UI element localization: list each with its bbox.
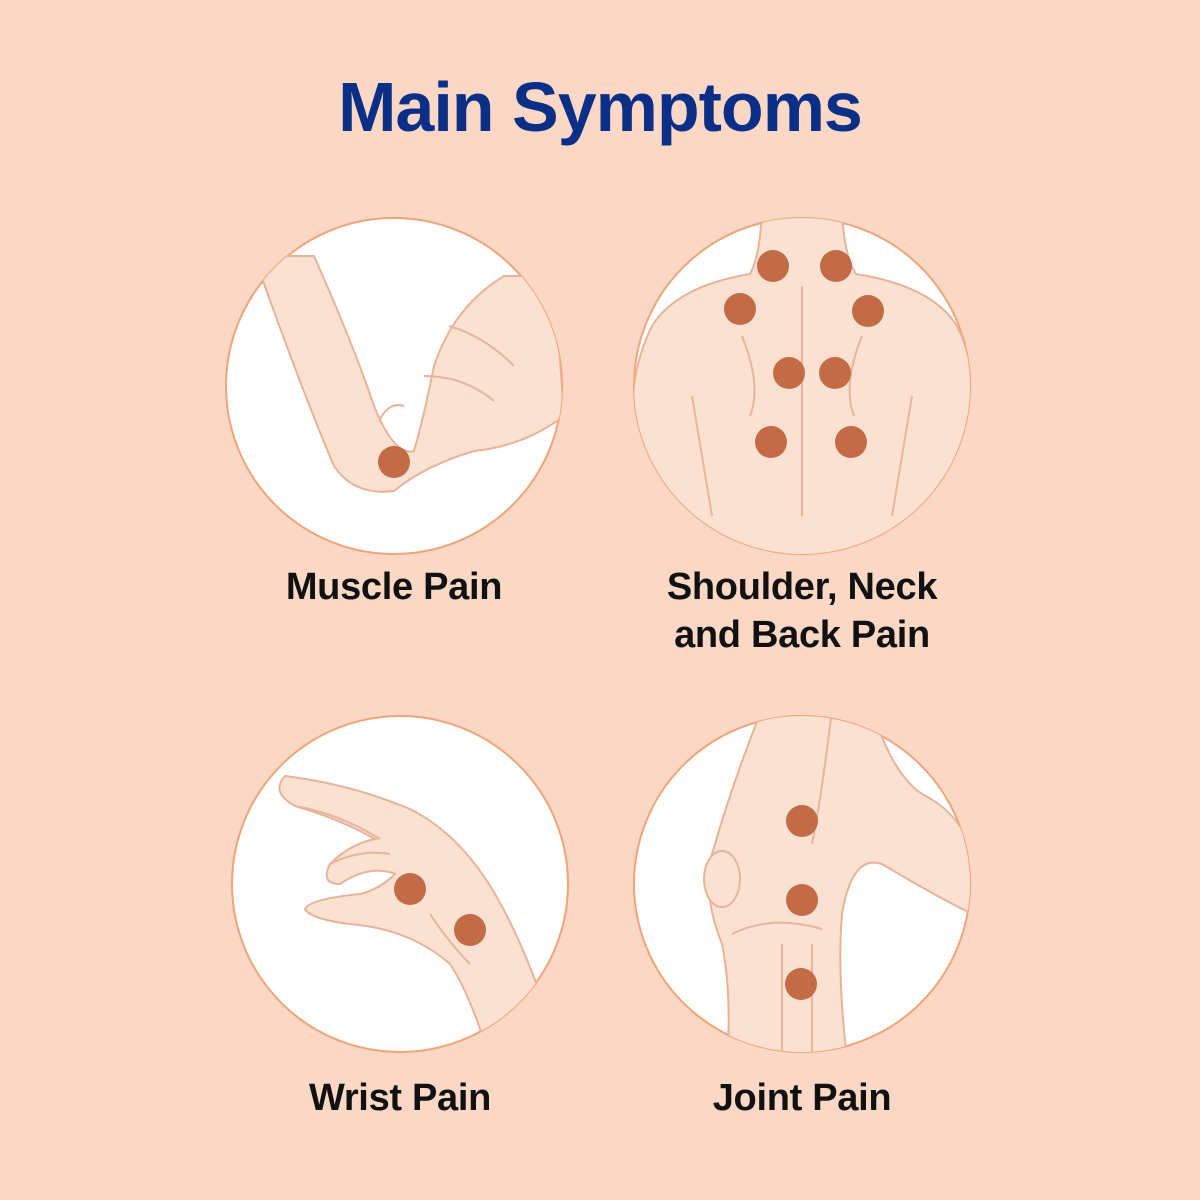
elbow-arm-icon (225, 217, 563, 555)
symptom-label-back: Shoulder, Neck and Back Pain (666, 566, 938, 656)
symptom-card-joint (632, 714, 972, 1054)
pain-dot (820, 250, 852, 282)
symptom-label-joint: Joint Pain (712, 1077, 892, 1119)
knee-joint-icon (633, 715, 971, 1053)
pain-dot (454, 914, 486, 946)
back-torso-icon (633, 217, 971, 555)
symptom-label-wrist: Wrist Pain (308, 1077, 492, 1119)
pain-dot (835, 426, 867, 458)
pain-dot (819, 357, 851, 389)
pain-dot (755, 426, 787, 458)
pain-dot (773, 357, 805, 389)
pain-dot (378, 446, 410, 478)
symptom-card-muscle (224, 216, 564, 556)
pain-dot (757, 250, 789, 282)
hand-wrist-icon (231, 715, 569, 1053)
pain-dot (785, 968, 817, 1000)
pain-dot (394, 873, 426, 905)
symptom-label-muscle: Muscle Pain (285, 566, 503, 608)
pain-dot (786, 884, 818, 916)
pain-dot (852, 295, 884, 327)
pain-dot (786, 805, 818, 837)
pain-dot (724, 293, 756, 325)
page-title: Main Symptoms (338, 68, 863, 146)
symptom-card-wrist (230, 714, 570, 1054)
symptom-card-back (632, 216, 972, 556)
